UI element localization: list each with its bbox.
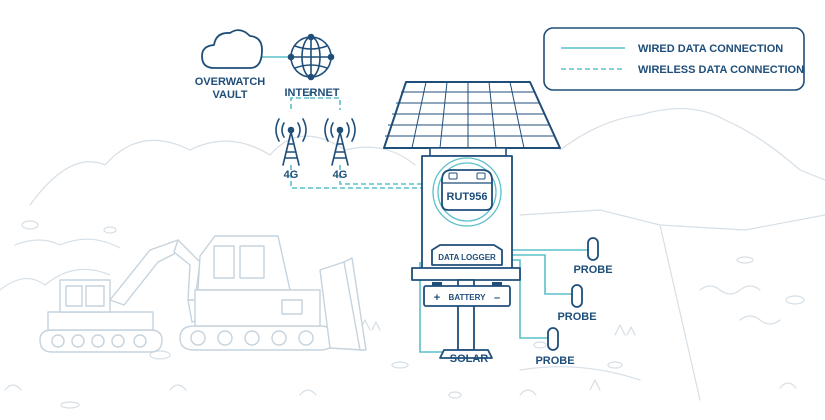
background-landscape — [0, 108, 825, 409]
battery-minus-sign: – — [494, 292, 500, 304]
excavator — [39, 239, 211, 353]
solar-label: SOLAR — [450, 353, 489, 365]
router-label: RUT956 — [447, 191, 488, 203]
internet-label: INTERNET — [285, 87, 340, 99]
globe-icon — [287, 33, 335, 81]
construction-machines — [39, 235, 367, 353]
data-logger-label: DATA LOGGER — [438, 253, 496, 262]
tower-left-label: 4G — [284, 169, 299, 181]
cell-tower-icon-left — [275, 118, 307, 166]
tower-right-label: 4G — [333, 169, 348, 181]
legend-wireless-label: WIRELESS DATA CONNECTION — [638, 64, 804, 76]
battery-plus-sign: + — [434, 292, 440, 304]
probe-2-label: PROBE — [557, 311, 596, 323]
legend: WIRED DATA CONNECTION WIRELESS DATA CONN… — [543, 27, 805, 91]
probe-icon-2 — [571, 284, 583, 308]
probe-icon-3 — [547, 327, 559, 351]
wireless-tower1-router — [290, 165, 432, 189]
vault-label-line2: VAULT — [212, 89, 247, 101]
cloud-icon — [201, 29, 263, 69]
cell-tower-icon-right — [324, 118, 356, 166]
vault-label-line1: OVERWATCH — [195, 76, 266, 88]
bulldozer — [179, 235, 367, 351]
probe-1-label: PROBE — [573, 264, 612, 276]
probe-icon-1 — [587, 237, 599, 261]
wireless-internet-towers — [290, 91, 341, 110]
wired-battery-solar — [419, 262, 450, 353]
solar-panel-icon — [383, 81, 561, 157]
wireless-tower2-router — [339, 165, 432, 185]
battery-label: BATTERY — [449, 293, 487, 302]
connections — [262, 56, 590, 353]
probe-3-label: PROBE — [535, 355, 574, 367]
router-icon — [432, 157, 502, 227]
wired-probe-2 — [502, 254, 572, 295]
data-logger-icon — [431, 244, 503, 266]
legend-wired-label: WIRED DATA CONNECTION — [638, 43, 783, 55]
battery-icon — [423, 282, 511, 307]
